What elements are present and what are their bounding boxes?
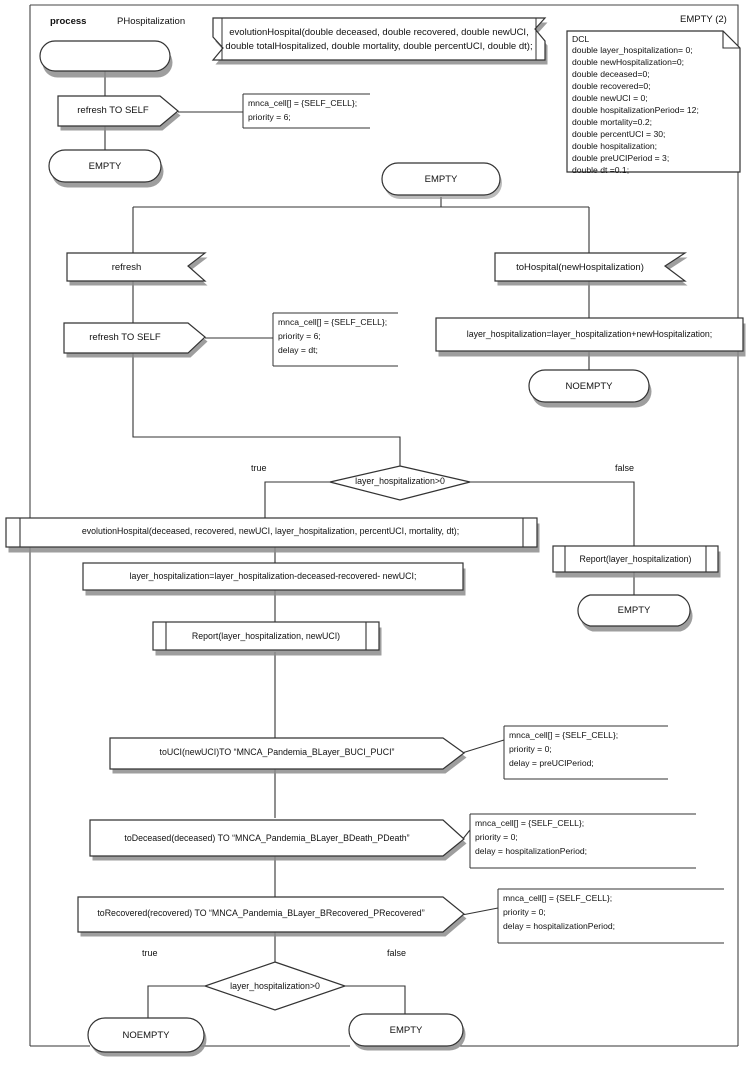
output-to-recovered[interactable] bbox=[77, 896, 467, 937]
note-mid bbox=[272, 312, 398, 367]
state-noempty-right[interactable] bbox=[528, 369, 652, 408]
call-evolution-hospital[interactable] bbox=[5, 517, 540, 553]
decision-bottom[interactable] bbox=[203, 961, 347, 1011]
state-empty-false-branch[interactable] bbox=[577, 594, 693, 632]
note-uci bbox=[503, 725, 668, 780]
state-empty-mid[interactable] bbox=[381, 162, 502, 199]
task-subtract[interactable] bbox=[82, 562, 466, 596]
note-top bbox=[242, 93, 370, 129]
call-report-one[interactable] bbox=[552, 545, 721, 578]
connector-lines bbox=[30, 71, 738, 1047]
note-deceased bbox=[469, 813, 696, 869]
input-refresh[interactable] bbox=[66, 252, 208, 286]
start-state-node[interactable] bbox=[39, 40, 173, 78]
state-empty-bottom[interactable] bbox=[348, 1013, 466, 1051]
input-to-hospital[interactable] bbox=[494, 252, 688, 286]
state-empty-top[interactable] bbox=[48, 149, 164, 188]
output-to-deceased[interactable] bbox=[89, 819, 467, 861]
declaration-note bbox=[566, 30, 741, 173]
output-to-uci[interactable] bbox=[109, 737, 467, 774]
call-report-two[interactable] bbox=[152, 621, 382, 656]
state-noempty-bottom[interactable] bbox=[87, 1017, 207, 1057]
decision-top[interactable] bbox=[329, 465, 471, 501]
note-recovered bbox=[497, 888, 724, 944]
task-add-hospitalization[interactable] bbox=[435, 317, 746, 357]
output-refresh-to-self-mid[interactable] bbox=[63, 322, 208, 358]
output-refresh-to-self-top[interactable] bbox=[57, 95, 181, 131]
procedure-declaration-shape bbox=[211, 17, 548, 65]
